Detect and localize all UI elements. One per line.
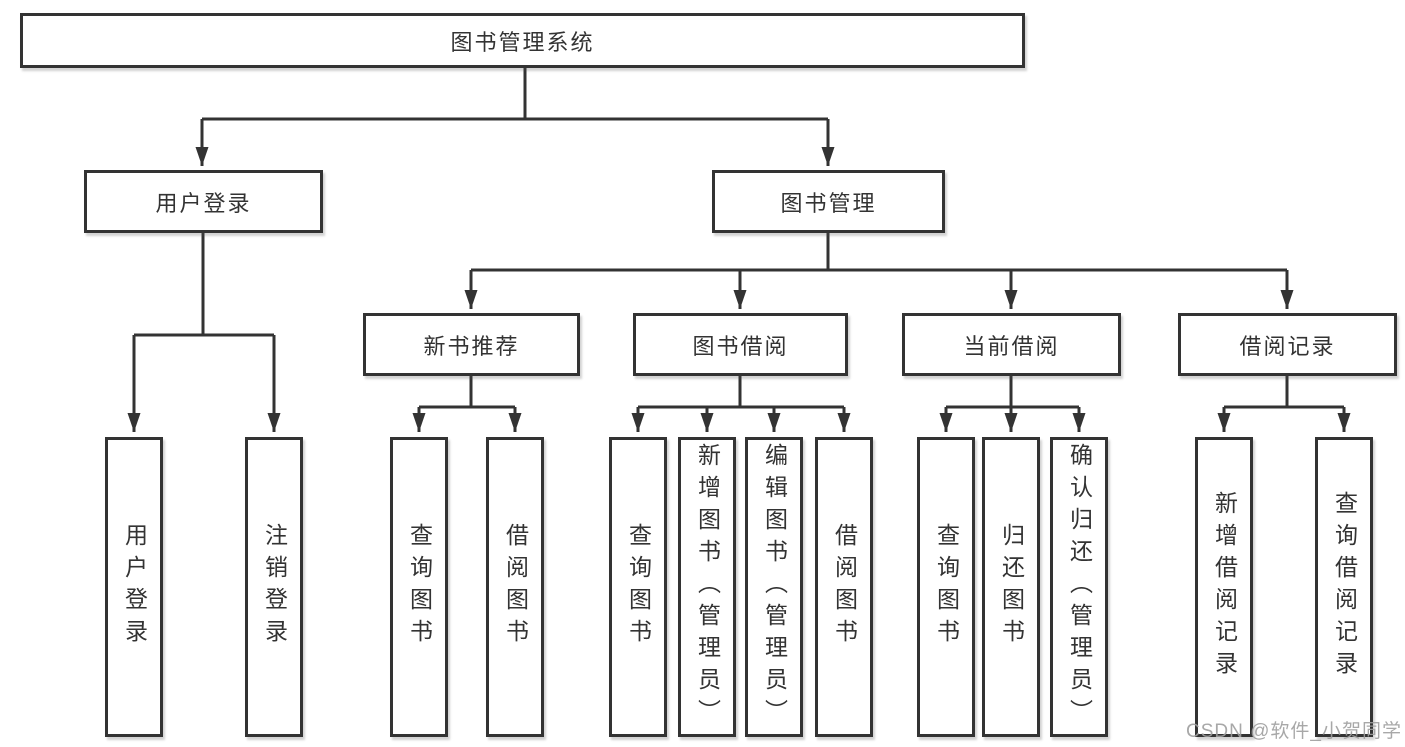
leaf-return-book-label: 归还图书 xyxy=(998,523,1025,651)
leaf-edit-book-admin: 编辑图书（管理员） xyxy=(745,437,803,737)
leaf-query-books-current-label: 查询图书 xyxy=(933,523,960,651)
leaf-add-borrow-record-label: 新增借阅记录 xyxy=(1211,491,1238,683)
leaf-query-books-recommend: 查询图书 xyxy=(390,437,448,737)
node-borrow-records: 借阅记录 xyxy=(1178,313,1397,376)
node-user-login: 用户登录 xyxy=(84,170,323,233)
leaf-add-book-admin-label: 新增图书（管理员） xyxy=(694,443,721,731)
leaf-user-login: 用户登录 xyxy=(105,437,163,737)
leaf-borrow-books-recommend-label: 借阅图书 xyxy=(502,523,529,651)
leaf-confirm-return-admin-label: 确认归还（管理员） xyxy=(1066,443,1093,731)
leaf-borrow-books: 借阅图书 xyxy=(815,437,873,737)
node-new-book-recommend: 新书推荐 xyxy=(363,313,580,376)
leaf-query-books-borrow: 查询图书 xyxy=(609,437,667,737)
node-root-label: 图书管理系统 xyxy=(450,29,595,55)
node-book-borrow-label: 图书借阅 xyxy=(692,333,789,359)
leaf-logout: 注销登录 xyxy=(245,437,303,737)
node-book-management-label: 图书管理 xyxy=(780,190,877,216)
leaf-add-book-admin: 新增图书（管理员） xyxy=(678,437,736,737)
leaf-add-borrow-record: 新增借阅记录 xyxy=(1195,437,1253,737)
node-borrow-records-label: 借阅记录 xyxy=(1239,333,1336,359)
leaf-logout-label: 注销登录 xyxy=(261,523,288,651)
node-current-borrow-label: 当前借阅 xyxy=(963,333,1060,359)
node-current-borrow: 当前借阅 xyxy=(902,313,1121,376)
leaf-query-books-recommend-label: 查询图书 xyxy=(406,523,433,651)
leaf-query-borrow-record: 查询借阅记录 xyxy=(1315,437,1373,737)
leaf-query-books-current: 查询图书 xyxy=(917,437,975,737)
node-root: 图书管理系统 xyxy=(20,13,1025,68)
leaf-borrow-books-label: 借阅图书 xyxy=(831,523,858,651)
node-new-book-recommend-label: 新书推荐 xyxy=(423,333,520,359)
watermark: CSDN @软件_小贺同学 xyxy=(1186,721,1402,742)
leaf-edit-book-admin-label: 编辑图书（管理员） xyxy=(761,443,788,731)
node-user-login-label: 用户登录 xyxy=(155,190,252,216)
leaf-borrow-books-recommend: 借阅图书 xyxy=(486,437,544,737)
leaf-query-books-borrow-label: 查询图书 xyxy=(625,523,652,651)
leaf-query-borrow-record-label: 查询借阅记录 xyxy=(1331,491,1358,683)
leaf-confirm-return-admin: 确认归还（管理员） xyxy=(1050,437,1108,737)
leaf-user-login-label: 用户登录 xyxy=(121,523,148,651)
node-book-management: 图书管理 xyxy=(712,170,945,233)
node-book-borrow: 图书借阅 xyxy=(633,313,848,376)
leaf-return-book: 归还图书 xyxy=(982,437,1040,737)
